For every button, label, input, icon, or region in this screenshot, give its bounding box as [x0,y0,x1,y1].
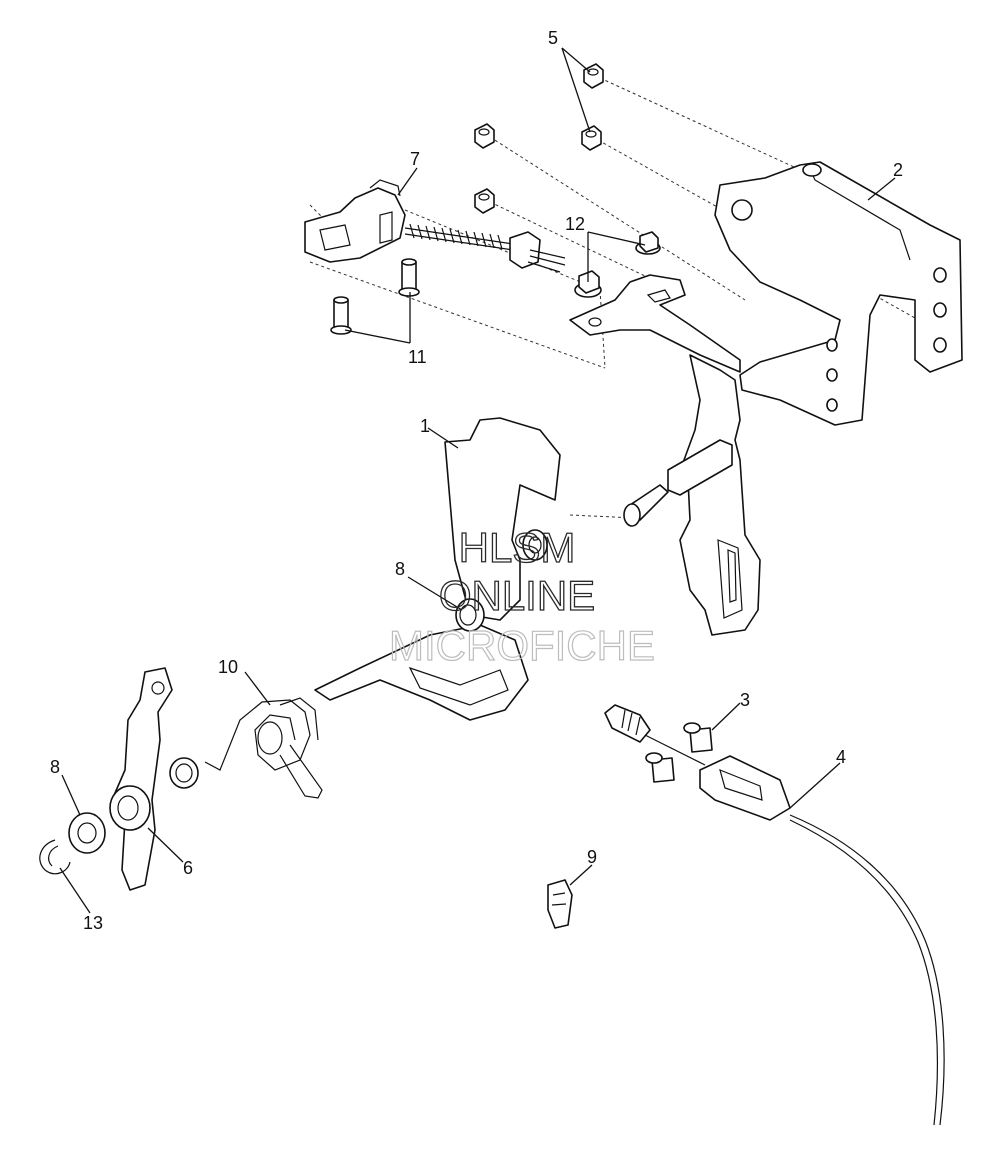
arm-part-6 [109,667,199,891]
callout-9: 9 [587,847,597,867]
pin-part-11 [330,258,420,335]
e-clip-part-13 [39,839,71,875]
leader-lines [59,47,896,914]
cable-part-4 [604,704,945,1126]
watermark: HLSM ONLINE MICROFICHE [388,523,655,669]
callout-3: 3 [740,690,750,710]
callout-12: 12 [565,214,585,234]
watermark-line-3: MICROFICHE [389,622,655,669]
callout-4: 4 [836,747,846,767]
callout-8-lower: 8 [50,757,60,777]
clip-part-9 [547,879,573,929]
callout-1: 1 [420,416,430,436]
bushing-part-8 [68,598,485,854]
callout-10: 10 [218,657,238,677]
pin-part-3 [645,722,713,783]
watermark-line-1: HLSM [459,524,576,571]
callout-13: 13 [83,913,103,933]
flange-nut-part-12 [574,231,661,298]
watermark-line-2: ONLINE [439,572,595,619]
nut-part-5 [474,63,604,214]
callout-6: 6 [183,858,193,878]
torsion-spring-part-10 [204,697,323,799]
lever-part-1 [314,417,561,721]
callout-labels: 1 2 3 4 5 6 7 8 8 9 10 11 12 13 [50,28,903,933]
switch-assembly-part-7 [304,179,566,273]
callout-2: 2 [893,160,903,180]
callout-7: 7 [410,149,420,169]
callout-5: 5 [548,28,558,48]
callout-8-upper: 8 [395,559,405,579]
bracket-part-2 [569,161,963,636]
callout-11: 11 [408,347,427,367]
